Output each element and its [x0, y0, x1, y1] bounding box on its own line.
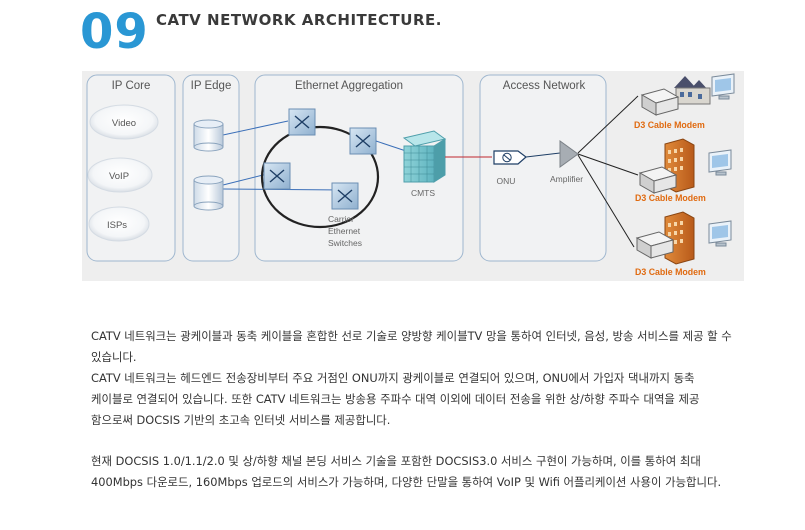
- cmts: CMTS: [402, 130, 447, 198]
- cloud-label-video: Video: [112, 118, 136, 129]
- svg-text:Ethernet: Ethernet: [328, 226, 361, 236]
- cloud-video: Video: [89, 104, 159, 140]
- onu: ONU: [493, 150, 527, 186]
- switch-cmts-link: [375, 140, 407, 152]
- onu-label: ONU: [497, 176, 516, 186]
- description-line: 있습니다.: [91, 350, 137, 364]
- network-diagram: IP Core IP Edge Ethernet Aggregation Acc…: [82, 71, 744, 281]
- description-line: 케이블로 연결되어 있습니다. 또한 CATV 네트워크는 방송용 주파수 대역…: [91, 392, 700, 406]
- modem-site-2: D3 Cable Modem: [635, 138, 732, 203]
- svg-text:Switches: Switches: [328, 238, 362, 248]
- description-line: 함으로써 DOCSIS 기반의 초고속 인터넷 서비스를 제공합니다.: [91, 413, 391, 427]
- modem-icon: [640, 88, 680, 116]
- modem-icon: [635, 231, 675, 259]
- description-paragraph-1: CATV 네트워크는 광케이블과 동축 케이블을 혼합한 선로 기술로 양방향 …: [91, 326, 751, 431]
- cloud-isps: ISPs: [88, 206, 150, 242]
- house-icon: [674, 76, 711, 105]
- cloud-label-isps: ISPs: [107, 220, 127, 231]
- cmts-label: CMTS: [411, 188, 435, 198]
- amplifier: Amplifier: [550, 140, 583, 184]
- amplifier-label: Amplifier: [550, 174, 583, 184]
- onu-amp-link: [525, 152, 561, 158]
- modem-site-1: D3 Cable Modem: [634, 73, 735, 130]
- ethernet-ring: [260, 125, 380, 229]
- description-line: 400Mbps 다운로드, 160Mbps 업로드의 서비스가 가능하며, 다양…: [91, 475, 722, 489]
- group-label-ethernet-aggregation: Ethernet Aggregation: [295, 80, 403, 92]
- monitor-icon: [708, 149, 732, 176]
- section-title: CATV NETWORK ARCHITECTURE.: [156, 11, 442, 29]
- amp-modem-links: [577, 95, 639, 248]
- modem-label-1: D3 Cable Modem: [634, 120, 705, 130]
- modem-label-3: D3 Cable Modem: [635, 267, 706, 277]
- group-ip-edge: IP Edge: [182, 74, 240, 262]
- switches-label: Carrier Ethernet Switches: [328, 214, 362, 248]
- group-label-ip-core: IP Core: [112, 80, 151, 92]
- monitor-icon: [711, 73, 735, 100]
- description-line: 현재 DOCSIS 1.0/1.1/2.0 및 상/하향 채널 본딩 서비스 기…: [91, 454, 701, 468]
- description-line: CATV 네트워크는 헤드엔드 전송장비부터 주요 거점인 ONU까지 광케이블…: [91, 371, 695, 385]
- switch-3: [263, 162, 291, 190]
- edge-router-1: [193, 119, 224, 152]
- group-access-network: Access Network: [479, 74, 607, 262]
- group-label-access-network: Access Network: [503, 80, 586, 92]
- modem-icon: [638, 166, 678, 194]
- monitor-icon: [708, 220, 732, 247]
- cloud-label-voip: VoIP: [109, 171, 129, 182]
- switch-1: [288, 108, 316, 136]
- description-line: CATV 네트워크는 광케이블과 동축 케이블을 혼합한 선로 기술로 양방향 …: [91, 329, 732, 343]
- description-paragraph-2: 현재 DOCSIS 1.0/1.1/2.0 및 상/하향 채널 본딩 서비스 기…: [91, 451, 751, 493]
- section-number: 09: [80, 4, 149, 60]
- modem-label-2: D3 Cable Modem: [635, 193, 706, 203]
- cloud-voip: VoIP: [87, 157, 153, 193]
- switch-4: [331, 182, 359, 210]
- edge-router-2: [193, 175, 224, 211]
- switch-2: [349, 127, 377, 155]
- group-label-ip-edge: IP Edge: [191, 80, 232, 92]
- modem-site-3: D3 Cable Modem: [635, 211, 732, 277]
- svg-text:Carrier: Carrier: [328, 214, 354, 224]
